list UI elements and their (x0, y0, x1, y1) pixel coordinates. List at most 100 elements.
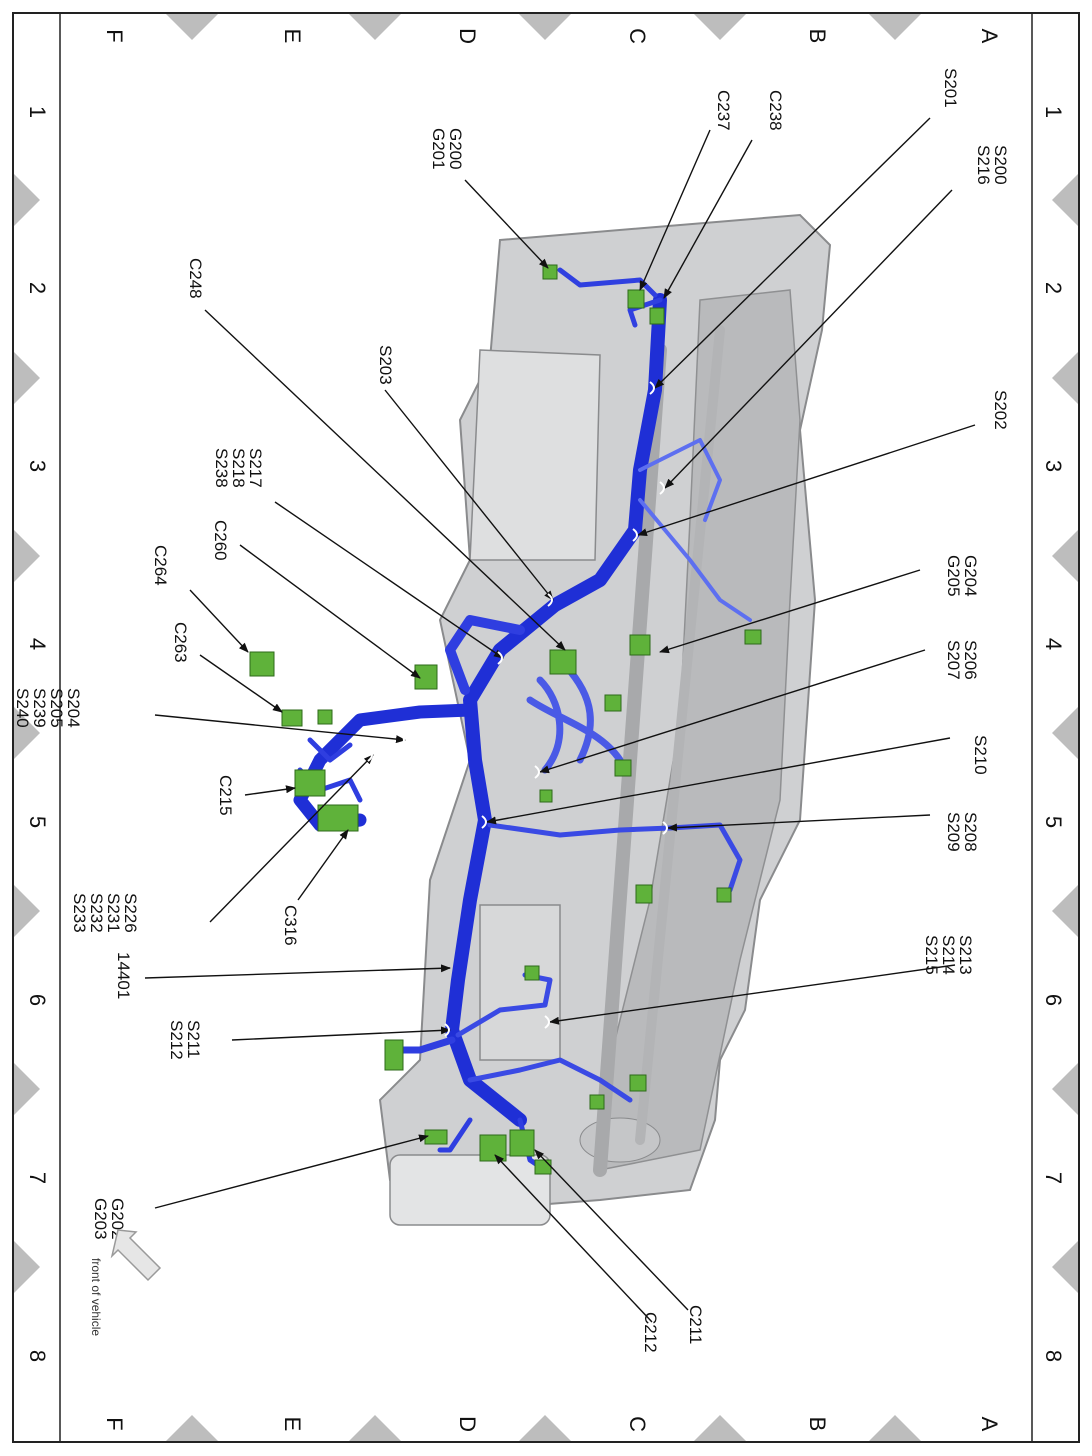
connector-g204 (629, 634, 651, 656)
rear-axle-housing (579, 1117, 661, 1163)
grid-row-bottom-D: D (455, 1416, 480, 1432)
connector-front-left (384, 1039, 404, 1071)
callout-s206-line-0: S206 (961, 640, 980, 680)
connector-center-1 (604, 694, 622, 712)
harness-loop (445, 615, 525, 695)
callout-c215: C215 (216, 775, 235, 816)
leader-c212 (494, 1154, 653, 1323)
grid-row-top-D: D (455, 28, 480, 44)
marker-bottom-4 (869, 1415, 921, 1441)
splice-marker-1 (659, 481, 665, 495)
grid-col-left-6: 6 (25, 994, 50, 1006)
connector-c211 (509, 1129, 535, 1157)
callout-c237: C237 (714, 90, 733, 131)
harness-front-branch (455, 972, 633, 1103)
callout-p14401: 14401 (114, 952, 133, 999)
harness-main-trunk (445, 293, 667, 1127)
callout-s203: S203 (376, 345, 395, 385)
callout-g202-line-1: G203 (91, 1198, 110, 1240)
callout-g204-line-1: G205 (944, 555, 963, 597)
connector-c316 (317, 804, 359, 832)
connector-g202 (424, 1129, 448, 1145)
marker-left-5 (14, 1063, 40, 1115)
connector-bumper (534, 1159, 552, 1175)
leader-g200 (464, 179, 549, 269)
connector-right-1 (744, 629, 762, 645)
connector-center-3 (539, 789, 553, 803)
callout-c316-line-0: C316 (281, 905, 300, 946)
leader-c316 (297, 829, 349, 901)
marker-top-3 (694, 14, 746, 40)
connector-e5-a (317, 709, 333, 725)
splice-marker-6 (481, 815, 487, 829)
connector-center-2 (614, 759, 632, 777)
callout-c264: C264 (151, 545, 170, 586)
splice-marker-9 (367, 748, 373, 762)
splice-marker-8 (399, 733, 405, 747)
grid-row-top-B: B (805, 29, 830, 44)
leader-s201 (654, 117, 931, 389)
leader-g202 (154, 1134, 429, 1209)
grid-row-top-E: E (280, 29, 305, 44)
splice-marker-4 (497, 651, 503, 665)
marker-top-0 (166, 14, 218, 40)
leader-c215 (244, 785, 296, 796)
marker-top-4 (869, 14, 921, 40)
leader-s211 (231, 1026, 451, 1041)
splice-marker-5 (534, 765, 540, 779)
grid-col-right-1: 1 (1041, 106, 1066, 118)
front-of-vehicle-label: front of vehicle (89, 1258, 103, 1336)
harness-rear-branch (557, 267, 658, 298)
callout-s200-line-1: S216 (974, 145, 993, 185)
leader-s200 (664, 189, 953, 489)
callout-s211-line-0: S211 (184, 1020, 203, 1058)
grid-col-left-7: 7 (25, 1172, 50, 1184)
front-arrow-icon (110, 1229, 162, 1282)
grid-col-left-3: 3 (25, 460, 50, 472)
leader-lines (144, 117, 976, 1323)
leader-p14401 (144, 964, 451, 979)
callout-s217-line-1: S218 (229, 448, 248, 488)
callout-c238: C238 (766, 90, 785, 131)
grid-col-right-5: 5 (1041, 816, 1066, 828)
grid-col-left-8: 8 (25, 1350, 50, 1362)
marker-bottom-1 (349, 1415, 401, 1441)
callout-s202: S202 (991, 390, 1010, 430)
callout-s202-line-0: S202 (991, 390, 1010, 430)
connector-c212 (479, 1134, 507, 1162)
callout-s211-line-1: S212 (167, 1020, 186, 1060)
grid-col-left-2: 2 (25, 282, 50, 294)
leader-c238 (663, 139, 753, 299)
callout-s206-line-1: S207 (944, 640, 963, 680)
callout-s204-line-3: S240 (13, 688, 32, 728)
callout-c316: C316 (281, 905, 300, 946)
callout-s204-line-0: S204 (64, 688, 83, 728)
callout-c263: C263 (171, 622, 190, 663)
callout-c211: C211 (686, 1305, 705, 1344)
leader-s208 (667, 814, 931, 832)
connector-right-2 (716, 887, 732, 903)
leader-s202 (637, 424, 976, 537)
splice-marker-2 (632, 528, 638, 542)
grid-row-bottom-E: E (280, 1417, 305, 1432)
marker-right-6 (1052, 1241, 1078, 1293)
callout-s210-line-0: S210 (971, 735, 990, 775)
connector-front-2 (629, 1074, 647, 1092)
grid-col-left-4: 4 (25, 638, 50, 650)
callout-s217-line-2: S238 (212, 448, 231, 488)
grid-col-right-7: 7 (1041, 1172, 1066, 1184)
callout-s213-line-0: S213 (956, 935, 975, 975)
leader-s226 (209, 754, 374, 923)
leader-s204 (154, 714, 406, 744)
connector-c263 (281, 709, 303, 727)
